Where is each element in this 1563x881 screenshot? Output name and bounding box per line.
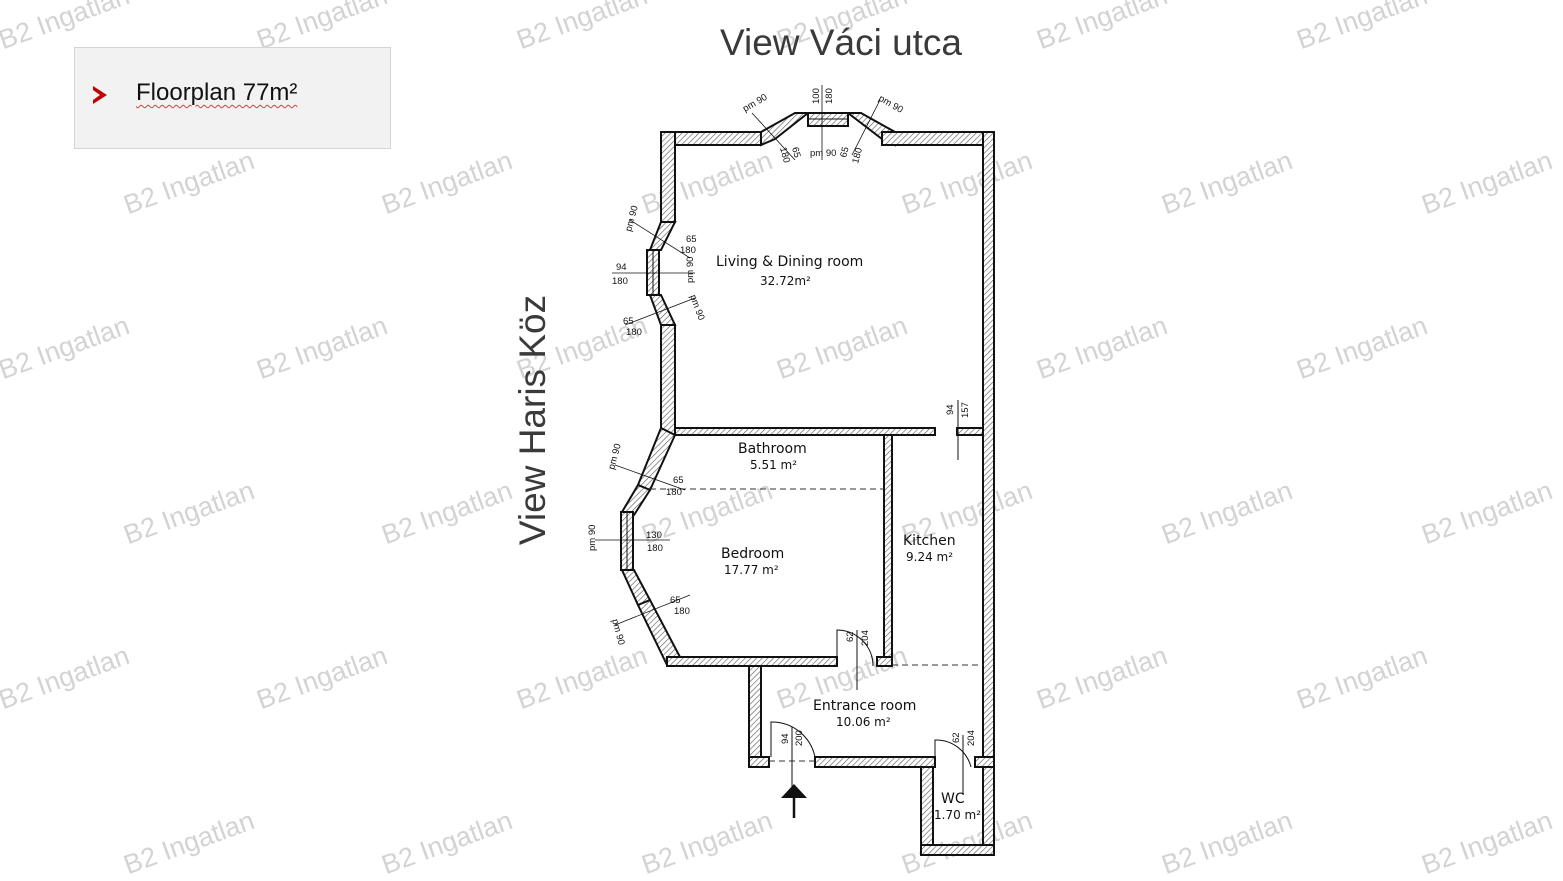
dim-bath-w: 65 xyxy=(673,475,684,486)
entrance-room-area: 10.06 m² xyxy=(836,715,891,729)
dim-bed2-w: 65 xyxy=(670,595,681,606)
view-left-label: View Haris Köz xyxy=(512,294,553,546)
wc-area: 1.70 m² xyxy=(934,808,981,822)
dim-lw2-w: 94 xyxy=(616,262,627,273)
floorplan-legend: Floorplan 77m² xyxy=(74,47,391,149)
dim-bed2-pm: pm 90 xyxy=(609,618,626,646)
dim-top-right-h: 180 xyxy=(850,147,865,165)
dim-wc-door-h: 204 xyxy=(966,730,977,746)
living-room-area: 32.72m² xyxy=(760,274,811,288)
dim-bed1-pm: pm 90 xyxy=(587,525,598,551)
doors xyxy=(770,400,972,795)
dim-top-left-h: 180 xyxy=(777,146,792,164)
entrance-arrow-icon xyxy=(781,784,807,818)
dim-lw3-pm: pm 90 xyxy=(687,293,706,322)
view-top-label: View Váci utca xyxy=(720,22,962,63)
bedroom-area: 17.77 m² xyxy=(724,563,779,577)
dashed-lines xyxy=(650,488,983,762)
dim-top-right-pm: pm 90 xyxy=(877,93,905,116)
dim-leaders xyxy=(595,85,881,626)
dim-wc-door-w: 62 xyxy=(951,732,962,743)
dim-kit-door-h: 157 xyxy=(960,402,971,418)
dim-lw2-pm: pm 90 xyxy=(685,257,696,283)
dim-bed1-h: 180 xyxy=(647,543,663,554)
dim-bed2-h: 180 xyxy=(674,606,690,617)
dim-lw2-h: 180 xyxy=(612,276,628,287)
entrance-room-name: Entrance room xyxy=(813,698,916,714)
bathroom-name: Bathroom xyxy=(738,441,807,457)
kitchen-area: 9.24 m² xyxy=(906,550,953,564)
kitchen-name: Kitchen xyxy=(903,533,956,549)
dim-lw3-w: 65 xyxy=(623,316,634,327)
dim-top-left-pm: pm 90 xyxy=(741,92,769,115)
dim-top-mid-pm: pm 90 xyxy=(810,148,836,159)
arrowhead-bullet-icon xyxy=(93,86,107,104)
dim-top-right-w: 65 xyxy=(838,146,851,159)
dim-bed-door-h: 204 xyxy=(860,630,871,646)
wc-name: WC xyxy=(941,791,965,807)
dim-bed-door-w: 62 xyxy=(845,631,856,642)
bathroom-area: 5.51 m² xyxy=(750,458,797,472)
dim-lw1-w: 65 xyxy=(686,234,697,245)
dim-bed1-w: 130 xyxy=(646,530,662,541)
dim-lw1-h: 180 xyxy=(680,245,696,256)
living-room-name: Living & Dining room xyxy=(716,254,863,270)
windows xyxy=(626,118,848,570)
dim-kit-door-w: 94 xyxy=(945,404,956,415)
dim-entry-door-w: 94 xyxy=(780,733,791,744)
dim-top-mid-w: 100 xyxy=(811,88,822,104)
dim-top-left-w: 65 xyxy=(789,146,802,159)
legend-text: Floorplan 77m² xyxy=(136,79,298,106)
bedroom-name: Bedroom xyxy=(721,546,784,562)
dim-entry-door-h: 200 xyxy=(794,730,805,746)
dim-top-mid-h: 180 xyxy=(824,88,835,104)
dim-bath-h: 180 xyxy=(666,487,682,498)
dim-lw3-h: 180 xyxy=(626,327,642,338)
dim-bath-pm: pm 90 xyxy=(606,442,623,470)
dim-lw1-pm: pm 90 xyxy=(623,204,640,232)
